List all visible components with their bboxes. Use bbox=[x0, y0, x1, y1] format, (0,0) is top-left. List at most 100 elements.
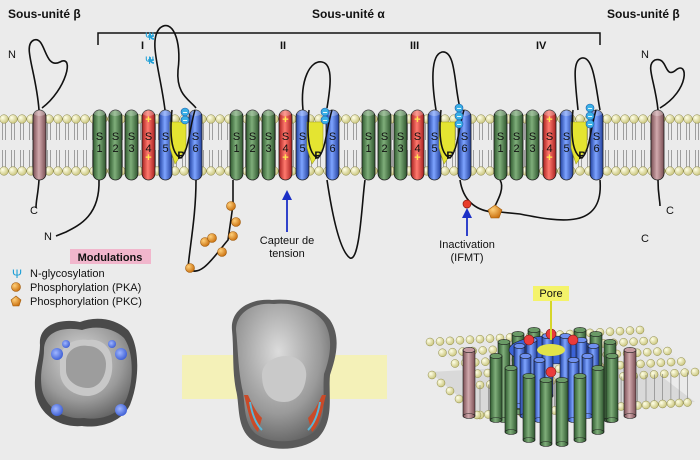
legend-item-pka: Phosphorylation (PKA) bbox=[30, 282, 141, 294]
domain-label-iv: IV bbox=[536, 40, 547, 52]
svg-text:−: − bbox=[588, 104, 593, 113]
pka-site-icon bbox=[207, 233, 217, 243]
domain-iii-s4-helix: S4++ bbox=[410, 109, 425, 181]
pore-loop-label: P bbox=[177, 150, 184, 162]
pore-model-front-helix bbox=[605, 353, 619, 423]
connecting-loops bbox=[28, 25, 685, 272]
alpha-subunit-title: Sous-unité α bbox=[312, 7, 385, 21]
beta-subunit-left-title: Sous-unité β bbox=[8, 7, 81, 21]
segment-number: 1 bbox=[233, 143, 239, 155]
negative-charge-icon: − bbox=[320, 115, 330, 125]
segment-number: 6 bbox=[593, 143, 599, 155]
domain-iii-s3-helix: S3 bbox=[393, 109, 408, 181]
domain-ii-s1-helix: S1 bbox=[229, 109, 244, 181]
svg-text:−: − bbox=[457, 112, 462, 121]
legend-pka-circle-icon bbox=[11, 282, 21, 292]
negative-charge-icon: − bbox=[454, 119, 464, 129]
domain-iv-pore-loop: P bbox=[570, 109, 597, 165]
segment-number: 1 bbox=[96, 143, 102, 155]
segment-letter: S bbox=[96, 131, 103, 143]
segment-letter: S bbox=[513, 131, 520, 143]
segment-letter: S bbox=[461, 131, 468, 143]
domain-iv-s5-helix: S5 bbox=[559, 109, 574, 181]
segment-number: 1 bbox=[365, 143, 371, 155]
domain-i-s2-helix: S2 bbox=[108, 109, 123, 181]
beta-right-n-terminus: N bbox=[641, 49, 649, 61]
domain-ii-pore-loop: P bbox=[306, 109, 333, 165]
svg-text:−: − bbox=[457, 104, 462, 113]
segment-letter: S bbox=[329, 131, 336, 143]
annotation-arrows bbox=[282, 190, 472, 236]
segment-letter: S bbox=[128, 131, 135, 143]
legend-pkc-pentagon-icon bbox=[10, 295, 22, 307]
svg-text:Ψ: Ψ bbox=[145, 31, 154, 43]
pore-model-beta-right bbox=[623, 347, 637, 419]
pore-model-pore-center bbox=[537, 344, 565, 356]
alpha-bracket bbox=[97, 32, 601, 45]
beta-left-helix bbox=[32, 109, 47, 181]
segment-number: 5 bbox=[563, 143, 569, 155]
domain-i-s3-helix: S3 bbox=[124, 109, 139, 181]
domain-i-s6-helix: S6 bbox=[188, 109, 203, 181]
segment-number: 3 bbox=[265, 143, 271, 155]
inactivation-label-line1: Inactivation bbox=[439, 239, 495, 251]
positive-charge: + bbox=[145, 114, 151, 126]
beta-right-helix bbox=[650, 109, 665, 181]
pore-label: Pore bbox=[539, 288, 562, 300]
svg-text:−: − bbox=[183, 108, 188, 117]
negative-charge-icon: − bbox=[585, 111, 595, 121]
pka-site-icon bbox=[185, 263, 195, 273]
domain-ii-s5-helix: S5 bbox=[295, 109, 310, 181]
pkc-phosphorylation-site bbox=[487, 204, 503, 219]
negative-charge-icon: − bbox=[585, 119, 595, 129]
pore-model-front-helix bbox=[539, 377, 553, 447]
segment-number: 5 bbox=[162, 143, 168, 155]
segment-number: 4 bbox=[145, 143, 151, 155]
beta-left-n-terminus: N bbox=[8, 49, 16, 61]
positive-charge: + bbox=[282, 152, 288, 164]
pka-site-icon bbox=[217, 247, 227, 257]
segment-letter: S bbox=[529, 131, 536, 143]
channel-top-view bbox=[34, 318, 138, 427]
legend-title: Modulations bbox=[78, 252, 143, 264]
segment-letter: S bbox=[249, 131, 256, 143]
segment-number: 3 bbox=[529, 143, 535, 155]
channel-side-view bbox=[182, 299, 387, 449]
segment-letter: S bbox=[497, 131, 504, 143]
segment-number: 6 bbox=[192, 143, 198, 155]
negative-charge-icon: − bbox=[180, 107, 190, 117]
pka-site-icon bbox=[226, 201, 236, 211]
pore-loop-label: P bbox=[578, 150, 585, 162]
domain-iii-s5-helix: S5 bbox=[427, 109, 442, 181]
segment-letter: S bbox=[282, 131, 289, 143]
pka-site-icon bbox=[228, 231, 238, 241]
segment-number: 3 bbox=[397, 143, 403, 155]
domain-label-i: I bbox=[141, 40, 144, 52]
pore-loop-label: P bbox=[446, 150, 453, 162]
inactivation-label-line2: (IFMT) bbox=[451, 252, 484, 264]
positive-charge: + bbox=[546, 152, 552, 164]
svg-text:−: − bbox=[457, 120, 462, 129]
pore-model-front-helix bbox=[522, 373, 536, 443]
domain-i-s1-helix: S1 bbox=[92, 109, 107, 181]
segment-number: 5 bbox=[431, 143, 437, 155]
domain-iv-s6-helix: S6 bbox=[589, 109, 604, 181]
segment-letter: S bbox=[265, 131, 272, 143]
positive-charge: + bbox=[145, 152, 151, 164]
pore-model-s4-top bbox=[567, 334, 579, 346]
domain-ii-s2-helix: S2 bbox=[245, 109, 260, 181]
segment-number: 2 bbox=[112, 143, 118, 155]
negative-charge-icon: − bbox=[454, 111, 464, 121]
segment-letter: S bbox=[593, 131, 600, 143]
positive-charge: + bbox=[414, 114, 420, 126]
segment-letter: S bbox=[365, 131, 372, 143]
svg-text:Ψ: Ψ bbox=[145, 55, 154, 67]
beta-left-c-terminus: C bbox=[30, 205, 38, 217]
domain-iv-s2-helix: S2 bbox=[509, 109, 524, 181]
segment-number: 2 bbox=[249, 143, 255, 155]
pore-model bbox=[425, 325, 700, 447]
svg-text:−: − bbox=[183, 116, 188, 125]
pore-model-front-helix bbox=[591, 365, 605, 435]
segment-number: 3 bbox=[128, 143, 134, 155]
